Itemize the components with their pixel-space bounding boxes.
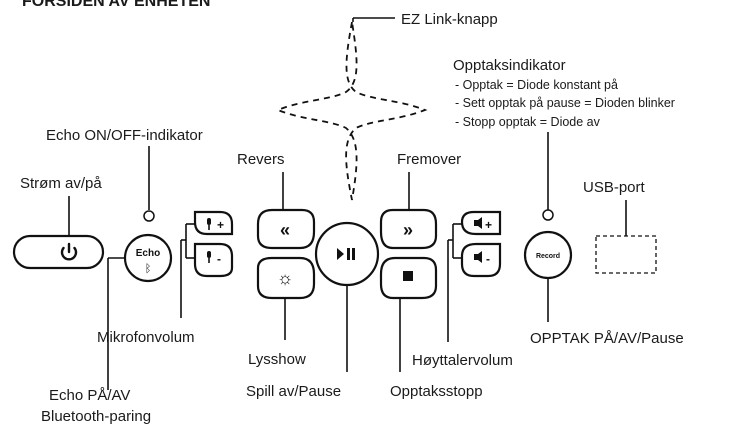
sun-icon: ☼: [277, 268, 294, 288]
echo-indicator-label: Echo ON/OFF-indikator: [46, 127, 203, 144]
rec-on-note: - Opptak = Diode konstant på: [455, 78, 618, 92]
forward-label: Fremover: [397, 151, 461, 168]
play-pause-icon: [337, 248, 355, 260]
light-show-button[interactable]: [256, 256, 316, 300]
reverse-label: Revers: [237, 151, 285, 168]
mic-icon: [207, 218, 211, 230]
play-pause-label: Spill av/Pause: [246, 383, 341, 400]
usb-port[interactable]: [595, 235, 657, 274]
mic-minus-sign: -: [217, 252, 221, 266]
speaker-plus-sign: +: [485, 218, 492, 232]
forward-button[interactable]: [379, 208, 438, 250]
mic-volume-down-button[interactable]: [193, 242, 234, 278]
rec-pause-note: - Sett opptak på pause = Dioden blinker: [455, 96, 675, 110]
ez-link-outline: [275, 21, 428, 201]
stop-icon: [403, 271, 413, 281]
bluetooth-icon: ᛒ: [145, 263, 152, 275]
speaker-minus-sign: -: [486, 252, 490, 266]
fast-forward-icon: »: [403, 220, 413, 240]
page-title: FORSIDEN AV ENHETEN: [22, 0, 210, 10]
usb-label: USB-port: [583, 179, 646, 196]
mic-plus-sign: +: [217, 218, 224, 232]
echo-button-text: Echo: [136, 248, 160, 259]
mic-icon: [207, 251, 211, 263]
mic-volume-up-button[interactable]: [193, 210, 234, 236]
echo-button-label: Echo PÅ/AV: [49, 387, 130, 404]
rewind-icon: «: [280, 220, 290, 240]
light-show-label: Lysshow: [248, 351, 306, 368]
power-label: Strøm av/på: [20, 175, 102, 192]
recording-indicator-label: Opptaksindikator: [453, 57, 566, 74]
echo-led: [143, 210, 155, 222]
reverse-button[interactable]: [256, 208, 316, 250]
record-stop-label: Opptaksstopp: [390, 383, 483, 400]
power-button[interactable]: [12, 234, 105, 270]
record-button-label: OPPTAK PÅ/AV/Pause: [530, 330, 684, 347]
ez-link-label: EZ Link-knapp: [401, 11, 498, 28]
ez-link-button[interactable]: [278, 22, 425, 200]
speaker-icon: [474, 217, 482, 229]
power-icon: [60, 242, 78, 261]
mic-volume-label: Mikrofonvolum: [97, 329, 195, 346]
speaker-icon: [474, 251, 482, 263]
speaker-volume-label: Høyttalervolum: [412, 352, 513, 369]
rec-stop-note: - Stopp opptak = Diode av: [455, 115, 601, 129]
recording-led: [542, 209, 554, 221]
bluetooth-pairing-label: Bluetooth-paring: [41, 408, 151, 425]
record-button-text: Record: [536, 253, 560, 260]
